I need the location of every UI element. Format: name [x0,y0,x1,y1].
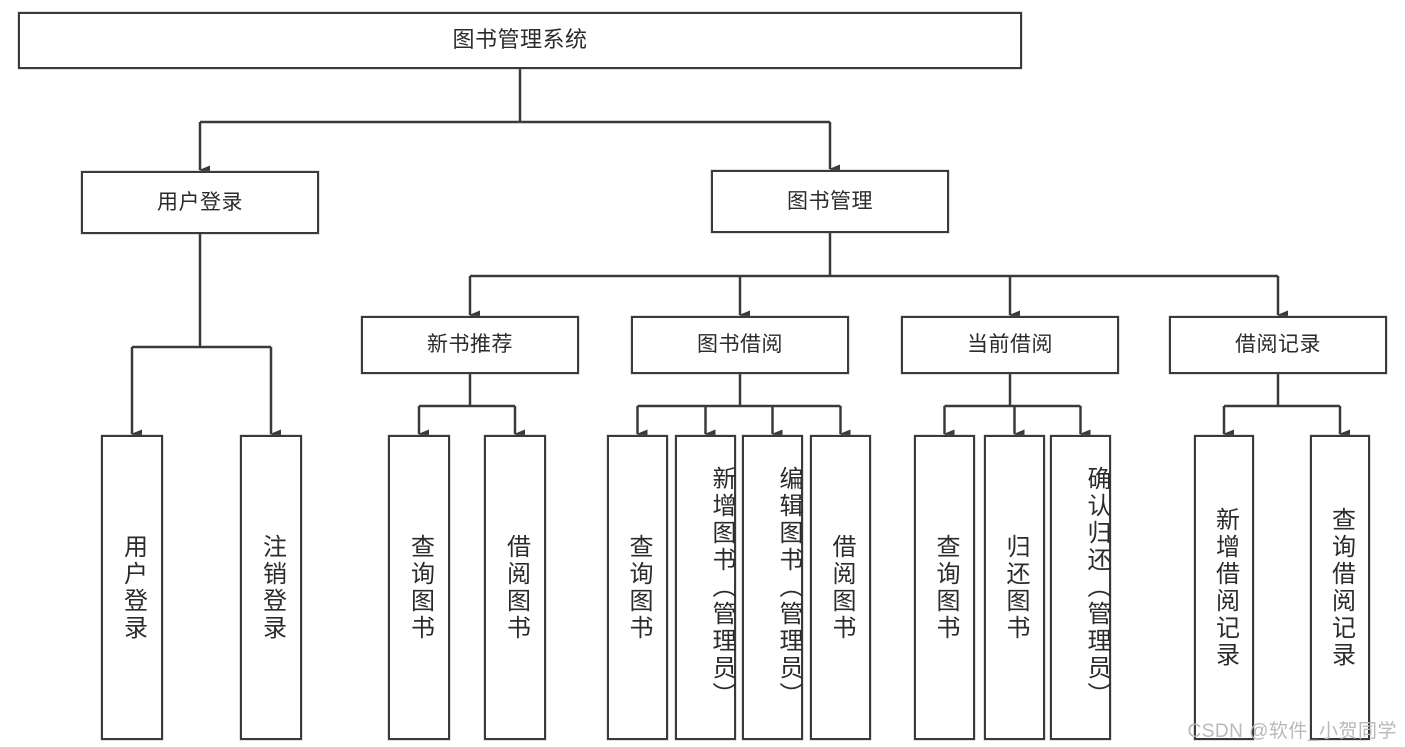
node-leaf-query-book-1[interactable]: 查询图书 [388,435,450,740]
node-new-book-recommend[interactable]: 新书推荐 [361,316,579,374]
node-leaf-user-login[interactable]: 用户登录 [101,435,163,740]
node-leaf-query-book-3[interactable]: 查询图书 [914,435,975,740]
node-leaf-confirm-return-label: 确认归还（管理员） [1083,466,1110,709]
node-user-login-label: 用户登录 [157,190,243,214]
node-leaf-add-borrow-record-label: 新增借阅记录 [1211,506,1239,669]
node-leaf-query-borrow-record-label: 查询借阅记录 [1327,506,1355,669]
node-leaf-query-book-3-label: 查询图书 [931,533,959,642]
node-leaf-query-book-1-label: 查询图书 [406,533,434,642]
node-leaf-edit-book[interactable]: 编辑图书（管理员） [742,435,803,740]
node-leaf-query-book-2[interactable]: 查询图书 [607,435,668,740]
node-leaf-user-logout-label: 注销登录 [258,533,286,642]
node-borrow-record-label: 借阅记录 [1235,333,1321,357]
node-leaf-return-book-label: 归还图书 [1001,533,1029,642]
csdn-watermark: CSDN @软件_小贺同学 [1187,721,1397,742]
node-leaf-user-logout[interactable]: 注销登录 [240,435,302,740]
node-book-borrow[interactable]: 图书借阅 [631,316,849,374]
node-borrow-record[interactable]: 借阅记录 [1169,316,1387,374]
node-leaf-query-borrow-record[interactable]: 查询借阅记录 [1310,435,1370,740]
node-leaf-edit-book-label: 编辑图书（管理员） [775,466,802,709]
node-leaf-user-login-label: 用户登录 [119,533,147,642]
node-leaf-borrow-book-1[interactable]: 借阅图书 [484,435,546,740]
node-leaf-confirm-return[interactable]: 确认归还（管理员） [1050,435,1111,740]
node-book-manage-label: 图书管理 [787,189,873,213]
node-leaf-add-book-label: 新增图书（管理员） [708,466,735,709]
node-leaf-add-book[interactable]: 新增图书（管理员） [675,435,736,740]
node-book-borrow-label: 图书借阅 [697,333,783,357]
node-new-book-recommend-label: 新书推荐 [427,333,513,357]
node-user-login[interactable]: 用户登录 [81,171,319,234]
node-current-borrow-label: 当前借阅 [967,333,1053,357]
node-current-borrow[interactable]: 当前借阅 [901,316,1119,374]
node-leaf-borrow-book-1-label: 借阅图书 [502,533,530,642]
node-leaf-borrow-book-2[interactable]: 借阅图书 [810,435,871,740]
node-book-manage[interactable]: 图书管理 [711,170,949,233]
node-leaf-query-book-2-label: 查询图书 [624,533,652,642]
node-leaf-borrow-book-2-label: 借阅图书 [827,533,855,642]
node-leaf-return-book[interactable]: 归还图书 [984,435,1045,740]
node-root-label: 图书管理系统 [452,27,588,53]
node-leaf-add-borrow-record[interactable]: 新增借阅记录 [1194,435,1254,740]
node-root[interactable]: 图书管理系统 [18,12,1022,69]
